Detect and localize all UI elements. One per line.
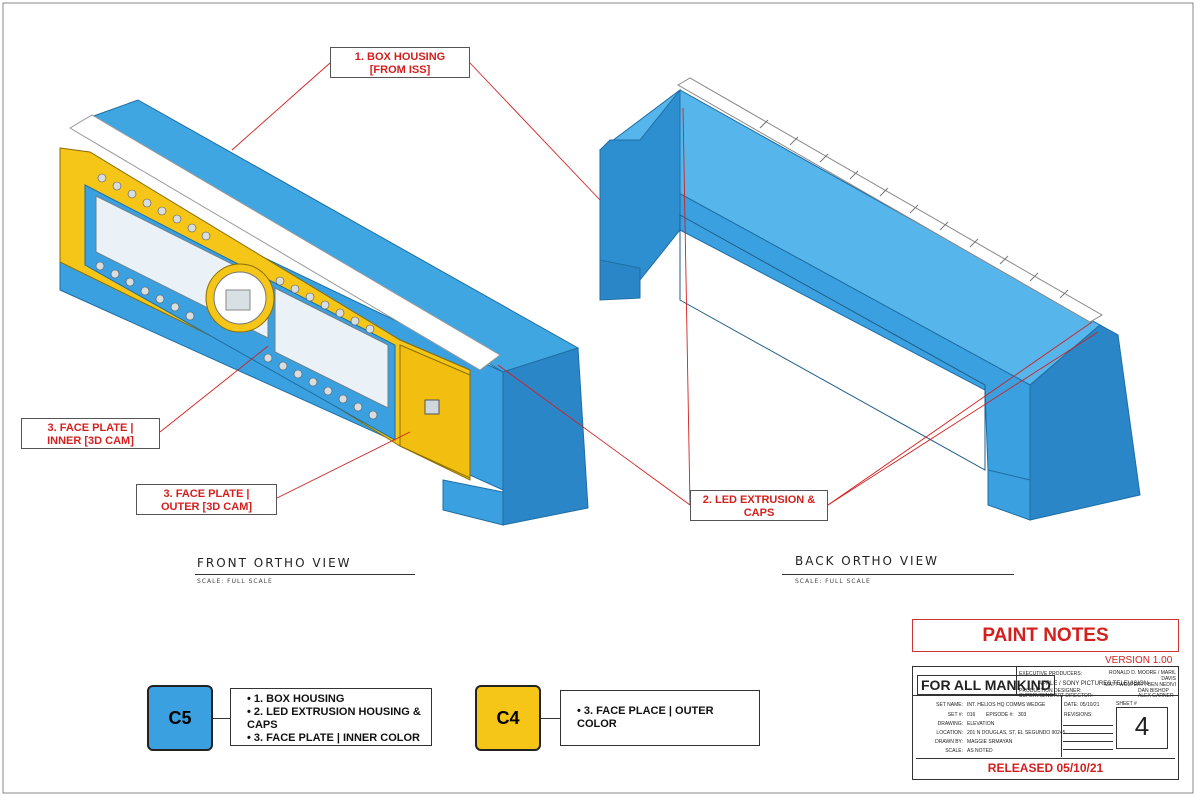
paint-notes-title: PAINT NOTES — [912, 619, 1179, 652]
back-view-title: BACK ORTHO VIEW — [795, 554, 940, 568]
note-item: 2. LED EXTRUSION HOUSING & CAPS — [247, 706, 425, 732]
callout-face-plate-outer: 3. FACE PLATE | OUTER [3D CAM] — [136, 484, 277, 515]
back-view-underline — [782, 574, 1014, 575]
note-item: 1. BOX HOUSING — [247, 693, 425, 706]
leader-lines — [159, 62, 1099, 506]
production-designer-label: PRODUCTION DESIGNER: — [1019, 688, 1082, 694]
show-logo: FOR ALL MANKIND — [917, 675, 1055, 695]
drawing-label: DRAWING: — [937, 721, 963, 727]
scale: AS NOTED — [967, 748, 993, 754]
supervising-ad-label: SUPERVISING ART DIRECTOR: — [1019, 693, 1093, 699]
swatch-c4-connector — [541, 718, 560, 719]
location-label: LOCATION: — [936, 730, 963, 736]
set-name: INT. HELIOS HQ COMMS WEDGE — [967, 702, 1046, 708]
released-stamp: RELEASED 05/10/21 — [916, 758, 1175, 777]
swatch-c5: C5 — [147, 685, 213, 751]
note-item: 3. FACE PLACE | OUTER COLOR — [577, 705, 753, 731]
set-name-label: SET NAME: — [936, 702, 963, 708]
swatch-c5-connector — [213, 718, 230, 719]
back-ortho-view — [599, 77, 1141, 521]
front-view-underline — [195, 574, 415, 575]
swatch-c5-notes: 1. BOX HOUSING 2. LED EXTRUSION HOUSING … — [230, 688, 432, 746]
sheet-label: SHEET # — [1116, 701, 1137, 707]
drawing: ELEVATION — [967, 721, 995, 727]
date: 05/10/21 — [1080, 702, 1100, 708]
swatch-c4: C4 — [475, 685, 541, 751]
production-designer: DAN BISHOP — [1138, 688, 1169, 694]
callout-led-extrusion: 2. LED EXTRUSION & CAPS — [690, 490, 828, 521]
title-block: FOR ALL MANKIND EXECUTIVE PRODUCERS: RON… — [912, 666, 1179, 780]
set-no: 016 — [967, 712, 976, 718]
callout-face-plate-inner: 3. FACE PLATE | INNER [3D CAM] — [21, 418, 160, 449]
sheet-number-box — [1116, 707, 1168, 749]
front-ortho-view — [59, 99, 589, 526]
episode: 303 — [1018, 712, 1027, 718]
front-view-scale: SCALE: FULL SCALE — [197, 578, 273, 585]
exec-producers-label: EXECUTIVE PRODUCERS: — [1019, 671, 1083, 677]
studio: APPLE / SONY PICTURES TELEVISION — [1038, 681, 1149, 687]
set-no-label: SET #: — [947, 712, 963, 718]
swatch-c4-notes: 3. FACE PLACE | OUTER COLOR — [560, 690, 760, 746]
front-view-title: FRONT ORTHO VIEW — [197, 556, 352, 570]
note-item: 3. FACE PLATE | INNER COLOR — [247, 732, 425, 745]
back-view-scale: SCALE: FULL SCALE — [795, 578, 871, 585]
revisions-label: REVISIONS: — [1064, 712, 1093, 718]
episode-label: EPISODE #: — [986, 712, 1014, 718]
location: 201 N DOUGLAS, ST, EL SEGUNDO 90245 — [967, 730, 1066, 736]
scale-label: SCALE: — [945, 748, 963, 754]
exec-producers: RONALD D. MOORE / MARIL DAVIS MATT WOLPE… — [1104, 670, 1176, 688]
version-label: VERSION 1.00 — [1105, 655, 1173, 666]
drawn-by: MAGGIE SRMAYAN — [967, 739, 1013, 745]
date-label: DATE: — [1064, 702, 1079, 708]
sheet-number: 4 — [1134, 711, 1150, 741]
drawn-by-label: DRAWN BY: — [935, 739, 963, 745]
callout-box-housing: 1. BOX HOUSING [FROM ISS] — [330, 47, 470, 78]
supervising-ad: ALEX GARNER — [1138, 693, 1174, 699]
